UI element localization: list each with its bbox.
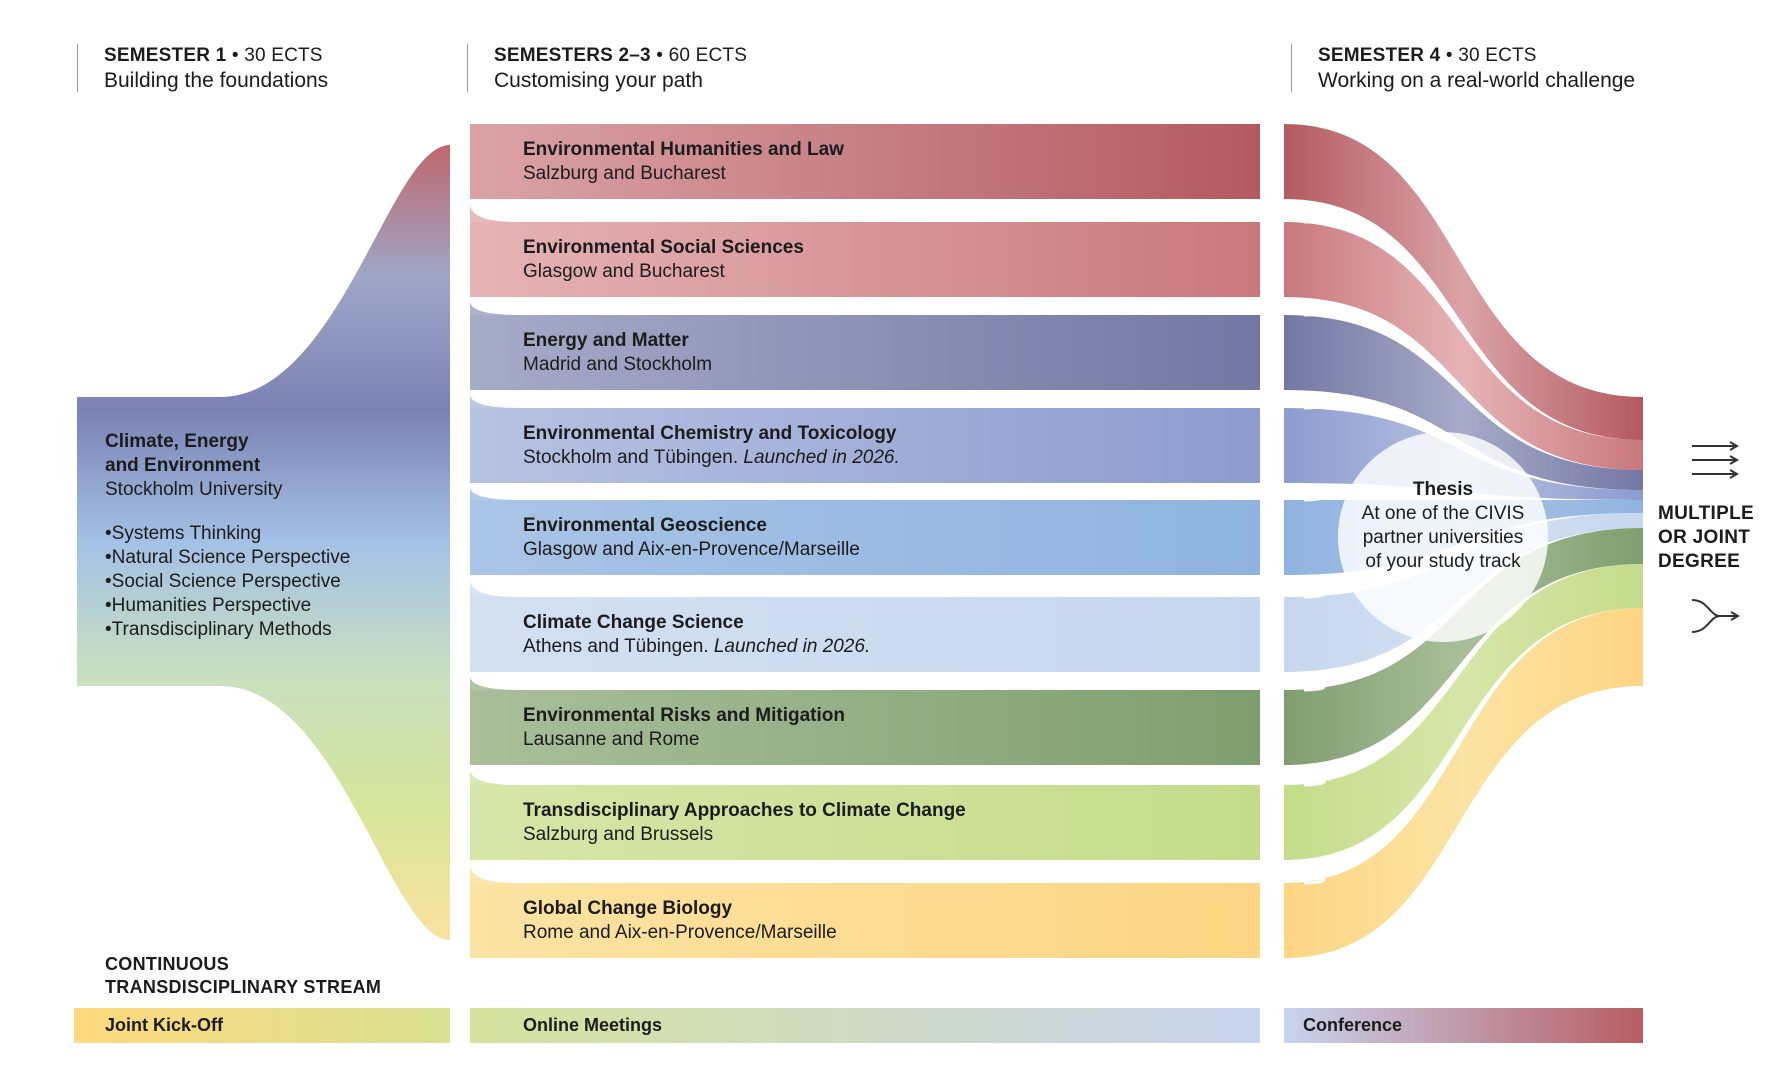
flow-to-degree — [1284, 528, 1643, 765]
course-name-line-2: and Environment — [105, 455, 261, 476]
track-bar — [470, 301, 1284, 390]
topic-item: •Transdisciplinary Methods — [105, 619, 332, 640]
joint-kickoff-bar: Joint Kick-Off — [74, 1008, 450, 1043]
track-transdisciplinary-approaches: Transdisciplinary Approaches to Climate … — [523, 800, 966, 845]
course-name-line-1: Climate, Energy — [105, 431, 249, 452]
thesis-circle: Thesis At one of the CIVIS partner unive… — [1338, 432, 1548, 642]
track-bar — [470, 124, 1284, 199]
flow-separator — [1283, 400, 1326, 410]
semester-1-shape — [77, 145, 450, 940]
column-divider — [458, 130, 468, 950]
online-meetings-bar: Online Meetings — [470, 1008, 1260, 1043]
flow-to-degree — [1284, 222, 1643, 470]
merge-arrow-icon — [1691, 599, 1741, 633]
flow-to-degree — [1284, 564, 1643, 860]
degree-label: MULTIPLE OR JOINT DEGREE — [1658, 503, 1754, 572]
track-bar — [470, 487, 1284, 575]
flow-separator — [1283, 777, 1326, 787]
flow-to-degree — [1284, 608, 1643, 958]
flow-separator — [1283, 214, 1326, 224]
topic-item: •Social Science Perspective — [105, 571, 341, 592]
topic-item: •Humanities Perspective — [105, 595, 312, 616]
topic-item: •Systems Thinking — [105, 523, 262, 544]
flow-separator — [1283, 682, 1326, 692]
track-bar — [470, 203, 1284, 297]
semester-1-course: Climate, Energy and Environment Stockhol… — [105, 430, 435, 642]
flow-separator — [1283, 875, 1326, 885]
continuous-stream-label: CONTINUOUS TRANSDISCIPLINARY STREAM — [105, 954, 382, 997]
flow-separator — [1283, 492, 1326, 502]
track-bar — [470, 394, 1284, 483]
course-university: Stockholm University — [105, 479, 283, 500]
flow-separator — [1283, 307, 1326, 317]
header-semester-1: SEMESTER 1 • 30 ECTS Building the founda… — [77, 44, 328, 92]
parallel-arrows-icon — [1692, 441, 1740, 479]
header-semester-4: SEMESTER 4 • 30 ECTS Working on a real-w… — [1291, 44, 1635, 92]
flow-to-degree — [1284, 124, 1643, 440]
track-bar — [470, 676, 1284, 765]
flow-to-degree — [1284, 315, 1643, 490]
track-bar — [470, 864, 1284, 958]
track-bar — [470, 579, 1284, 672]
topic-item: •Natural Science Perspective — [105, 547, 351, 568]
conference-bar: Conference — [1284, 1008, 1643, 1043]
flow-separator — [1283, 589, 1326, 599]
header-semesters-2-3: SEMESTERS 2–3 • 60 ECTS Customising your… — [467, 44, 747, 92]
track-bar — [470, 769, 1284, 860]
